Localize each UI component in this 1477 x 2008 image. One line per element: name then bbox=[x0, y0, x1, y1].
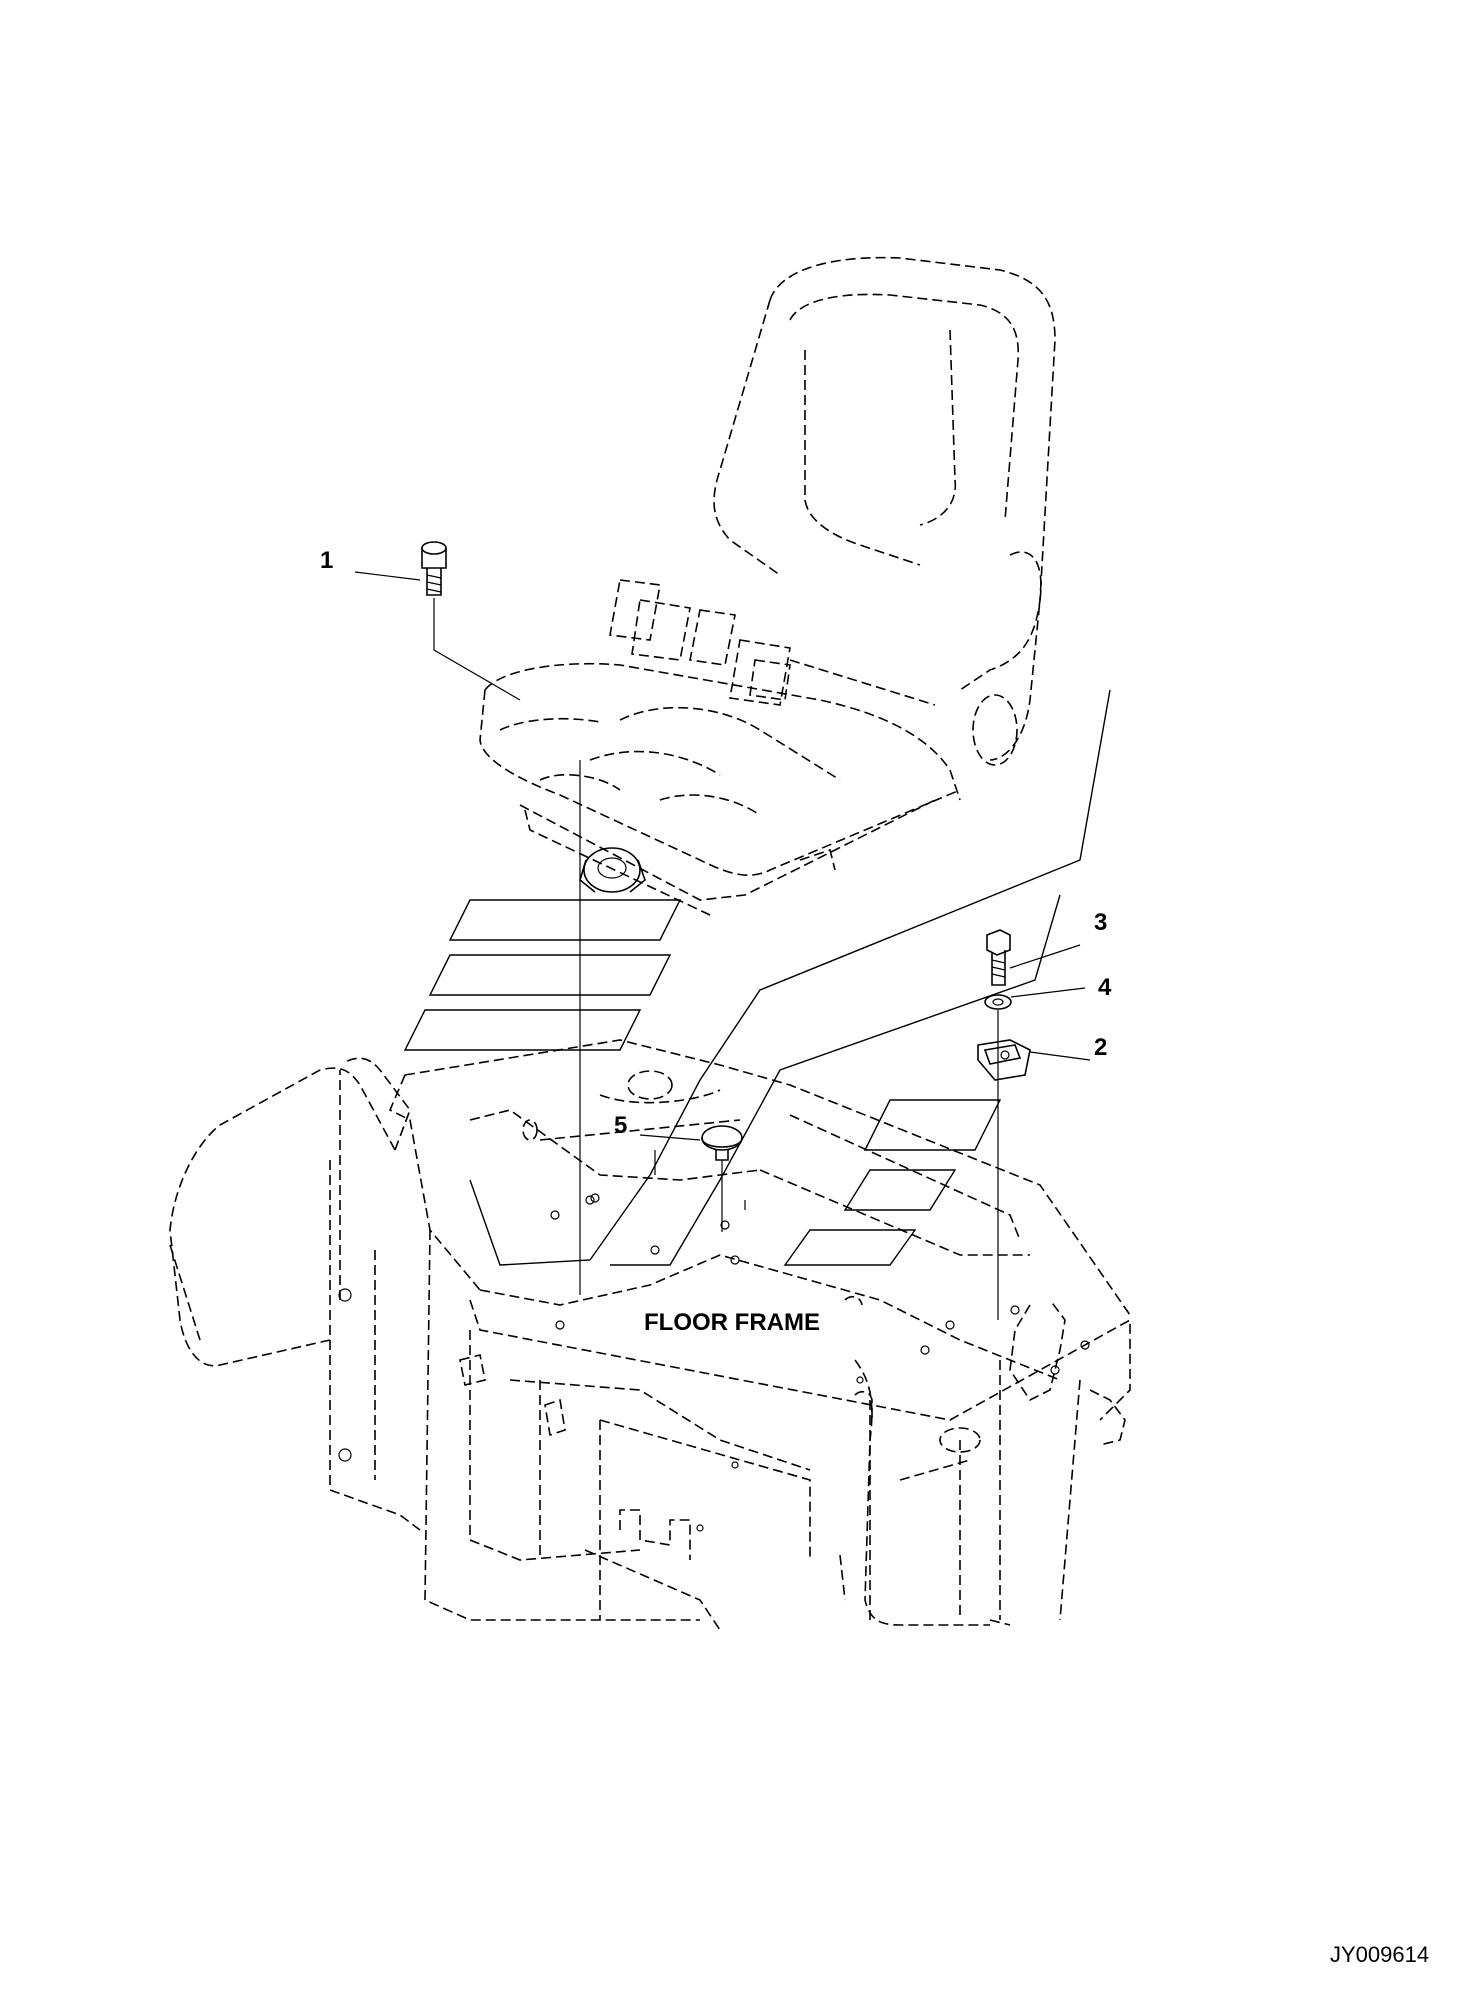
part-4-washer bbox=[984, 994, 1012, 1010]
part-1-bolt bbox=[421, 541, 447, 596]
callout-2: 2 bbox=[1094, 1034, 1107, 1061]
callout-4: 4 bbox=[1098, 974, 1112, 1001]
leader-lines bbox=[354, 571, 1091, 1320]
watermark-logo bbox=[403, 689, 1111, 1266]
part-3-bolt bbox=[986, 929, 1011, 986]
part-2-bracket bbox=[977, 1039, 1031, 1081]
part-5-stopper bbox=[701, 1125, 743, 1161]
adjuster-knob bbox=[579, 847, 646, 893]
callout-3: 3 bbox=[1094, 909, 1107, 936]
callout-1: 1 bbox=[320, 547, 333, 574]
floor-frame-label: FLOOR FRAME bbox=[644, 1309, 820, 1336]
operator-seat bbox=[479, 256, 1056, 916]
floor-frame bbox=[169, 1039, 1131, 1631]
callout-5: 5 bbox=[614, 1112, 627, 1139]
drawing-code: JY009614 bbox=[1330, 1942, 1429, 1967]
